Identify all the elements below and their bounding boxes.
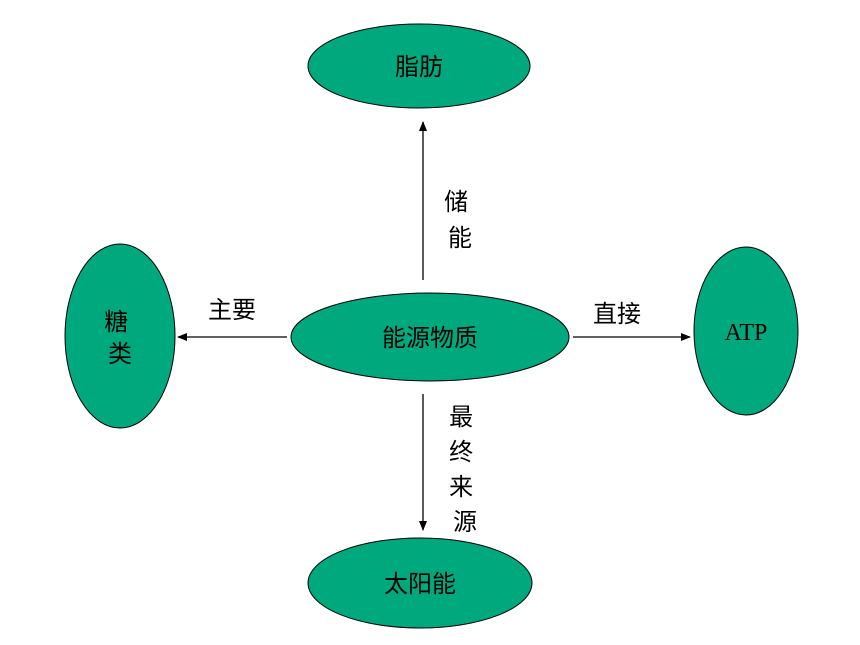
node-sugar-char-1: 糖: [104, 308, 128, 336]
node-energy-source: 能源物质: [290, 292, 570, 382]
node-sugar: 糖 类: [64, 243, 176, 429]
node-atp-shape: [693, 246, 799, 416]
edge-label-source-char-4: 源: [453, 508, 477, 536]
edge-label-main: 主要: [208, 296, 256, 324]
edge-label-storage-char-2: 能: [448, 224, 472, 252]
node-sugar-char-2: 类: [108, 340, 132, 368]
node-atp: ATP: [693, 246, 799, 416]
node-fat: 脂肪: [307, 23, 531, 109]
node-sugar-shape: [64, 243, 176, 429]
node-sugar-label: 糖 类: [104, 308, 136, 368]
node-solar-shape: [307, 537, 533, 629]
edge-label-ultimate-source: 最 终 来 源: [449, 403, 481, 536]
node-fat-shape: [307, 23, 531, 109]
edge-label-source-char-3: 来: [449, 473, 473, 501]
edge-label-storage: 储 能: [444, 188, 476, 252]
node-solar-label: 太阳能: [384, 570, 456, 598]
edge-label-source-char-1: 最: [449, 403, 473, 431]
node-atp-label: ATP: [725, 320, 768, 346]
node-energy-source-shape: [290, 292, 570, 382]
edge-label-storage-char-1: 储: [444, 188, 468, 216]
node-fat-label: 脂肪: [395, 53, 443, 81]
node-solar: 太阳能: [307, 537, 533, 629]
edge-label-source-char-2: 终: [449, 438, 473, 466]
node-energy-source-label: 能源物质: [382, 324, 478, 352]
edge-label-direct: 直接: [593, 300, 641, 328]
